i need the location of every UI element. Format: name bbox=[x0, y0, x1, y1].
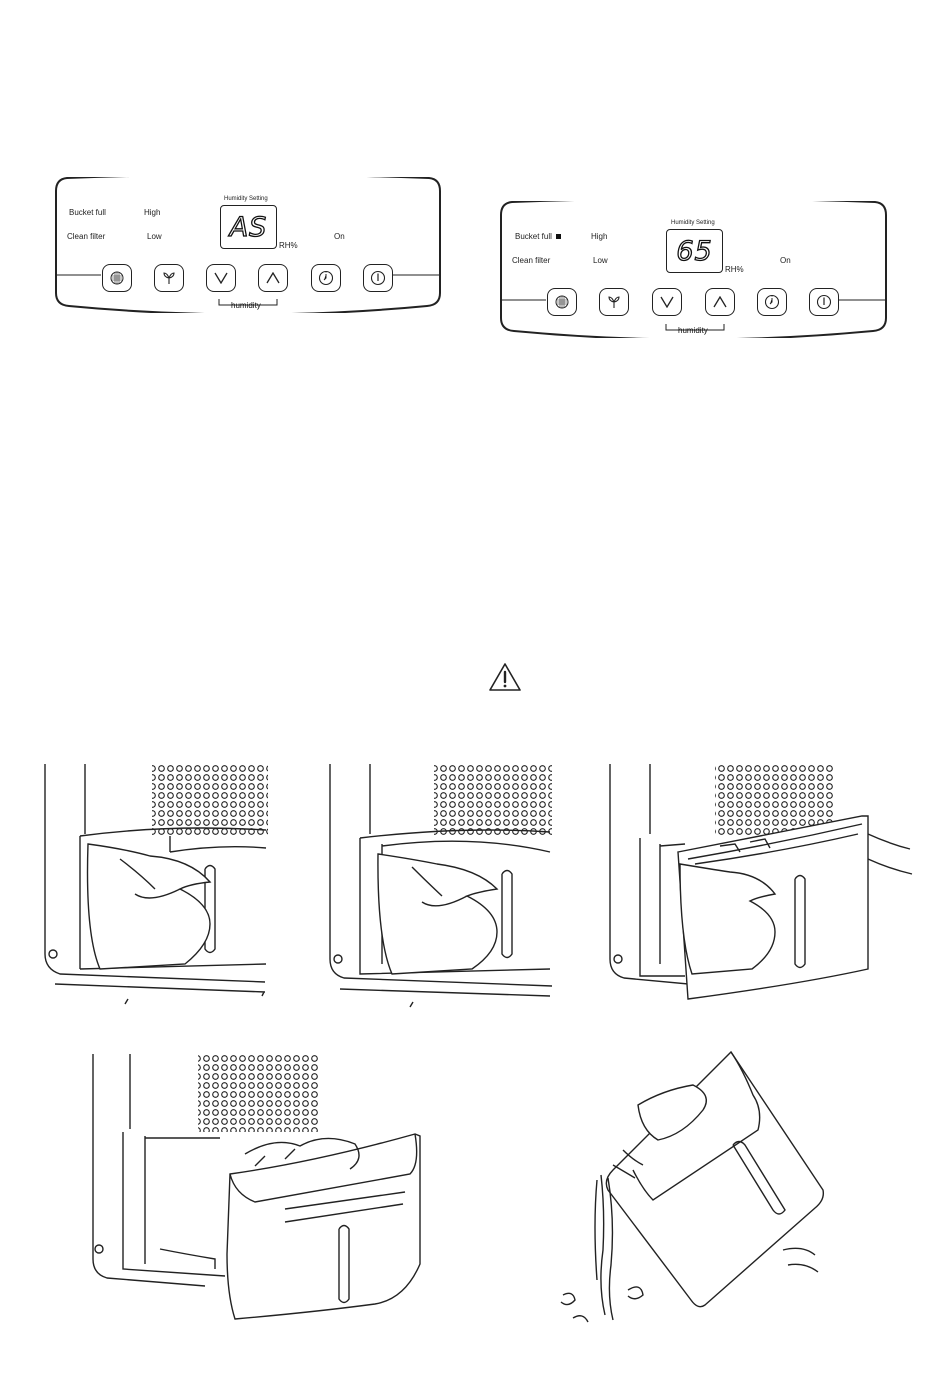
rh-label: RH% bbox=[279, 241, 298, 250]
humidity-bracket-label: humidity bbox=[231, 301, 261, 310]
power-icon bbox=[816, 294, 832, 310]
high-label: High bbox=[591, 232, 607, 241]
humidity-display: 65 bbox=[666, 229, 723, 273]
bucket-full-label: Bucket full bbox=[515, 232, 561, 241]
high-label: High bbox=[144, 208, 160, 217]
rh-label: RH% bbox=[725, 265, 744, 274]
chevron-up-icon bbox=[266, 272, 280, 284]
timer-button[interactable] bbox=[757, 288, 787, 316]
chevron-up-icon bbox=[713, 296, 727, 308]
on-label: On bbox=[334, 232, 345, 241]
fan-button[interactable] bbox=[154, 264, 184, 292]
power-button[interactable] bbox=[809, 288, 839, 316]
humidity-setting-label: Humidity Setting bbox=[224, 196, 268, 202]
humidity-up-button[interactable] bbox=[258, 264, 288, 292]
fan-icon bbox=[162, 271, 176, 285]
timer-icon bbox=[318, 270, 334, 286]
filter-button[interactable] bbox=[547, 288, 577, 316]
low-label: Low bbox=[593, 256, 608, 265]
fan-button[interactable] bbox=[599, 288, 629, 316]
humidity-down-button[interactable] bbox=[652, 288, 682, 316]
figure-bucket-fully-removed bbox=[85, 1054, 430, 1324]
humidity-display: AS bbox=[220, 205, 277, 249]
clean-filter-label: Clean filter bbox=[67, 232, 105, 241]
humidity-up-button[interactable] bbox=[705, 288, 735, 316]
warning-triangle-icon bbox=[488, 662, 522, 692]
figure-bucket-being-emptied bbox=[553, 1050, 828, 1330]
humidity-setting-label: Humidity Setting bbox=[671, 220, 715, 226]
filter-icon bbox=[555, 295, 569, 309]
display-value: AS bbox=[230, 212, 268, 243]
control-panel-left: Bucket full Clean filter High Low Humidi… bbox=[55, 177, 441, 313]
timer-button[interactable] bbox=[311, 264, 341, 292]
figure-bucket-partly-removed bbox=[600, 764, 915, 1014]
chevron-down-icon bbox=[214, 272, 228, 284]
display-value: 65 bbox=[676, 236, 712, 267]
chevron-down-icon bbox=[660, 296, 674, 308]
bucket-full-label: Bucket full bbox=[69, 208, 106, 217]
control-panel-right: Bucket full Clean filter High Low Humidi… bbox=[500, 201, 887, 338]
filter-icon bbox=[110, 271, 124, 285]
filter-button[interactable] bbox=[102, 264, 132, 292]
figure-hand-gripping-bucket bbox=[40, 764, 270, 1014]
figure-hand-pulling-bucket bbox=[322, 764, 557, 1014]
low-label: Low bbox=[147, 232, 162, 241]
bucket-full-indicator bbox=[556, 234, 561, 239]
fan-icon bbox=[607, 295, 621, 309]
power-button[interactable] bbox=[363, 264, 393, 292]
power-icon bbox=[370, 270, 386, 286]
timer-icon bbox=[764, 294, 780, 310]
humidity-down-button[interactable] bbox=[206, 264, 236, 292]
clean-filter-label: Clean filter bbox=[512, 256, 550, 265]
humidity-bracket-label: humidity bbox=[678, 326, 708, 335]
on-label: On bbox=[780, 256, 791, 265]
